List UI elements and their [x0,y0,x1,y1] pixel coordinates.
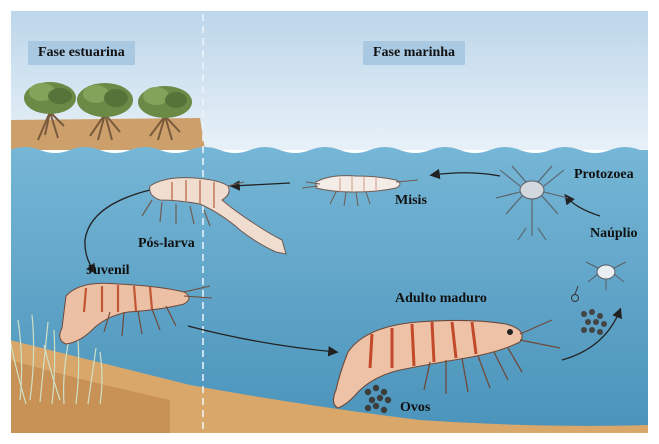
label-fase-marinha: Fase marinha [363,41,465,65]
label-ovos: Ovos [400,400,430,416]
label-fase-estuarina: Fase estuarina [28,41,135,65]
label-nauplio: Naúplio [590,226,637,242]
label-misis: Misis [395,193,427,209]
label-protozoea: Protozoea [574,167,634,183]
label-pos-larva: Pós-larva [138,236,195,252]
label-juvenil: Juvenil [86,263,130,279]
label-adulto-maduro: Adulto maduro [395,291,487,307]
